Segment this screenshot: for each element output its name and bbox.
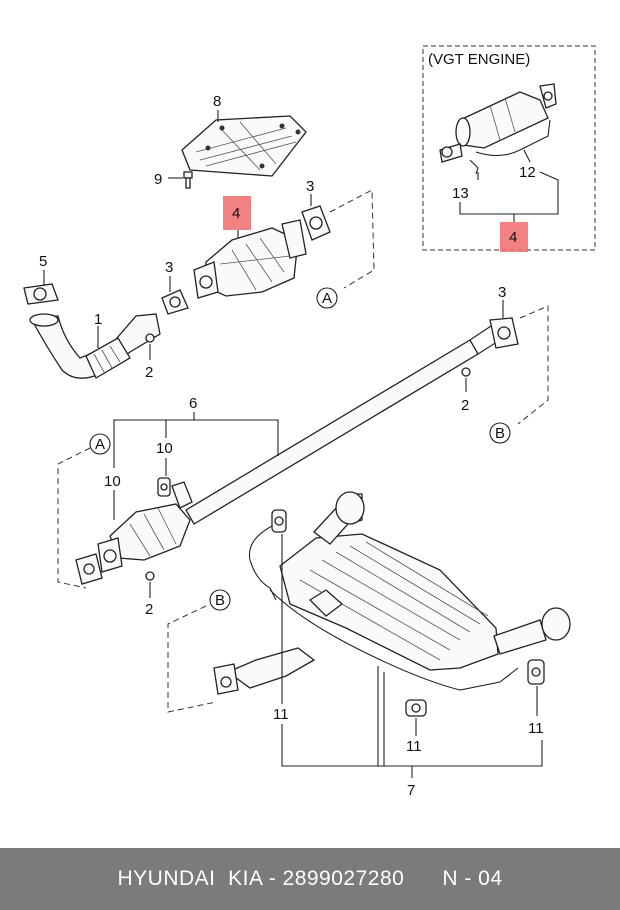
rubber-hanger (405, 699, 427, 717)
callout-12: 12 (519, 164, 536, 181)
callout-8: 8 (213, 93, 221, 110)
rubber-hanger (157, 477, 171, 497)
rubber-hanger (271, 509, 287, 533)
reference-a-left (89, 433, 111, 455)
heat-protector (181, 115, 307, 177)
callout-5: 5 (39, 253, 47, 270)
callout-10-b: 10 (104, 473, 121, 490)
inset-sensor-pipe (475, 119, 551, 157)
callout-10-a: 10 (156, 440, 173, 457)
ref-b-right: B (495, 425, 505, 442)
callout-1: 1 (94, 311, 102, 328)
muffler-hanger-rod-bottom (269, 589, 519, 691)
gasket (489, 317, 519, 349)
callout-11-a: 11 (273, 706, 289, 723)
center-pipe (185, 323, 501, 525)
nut (145, 571, 155, 581)
ref-a-top: A (322, 290, 332, 307)
callout-7: 7 (407, 782, 415, 799)
footer-page: N - 04 (442, 867, 503, 890)
callout-9: 9 (154, 171, 162, 188)
inset-catalytic-converter (439, 83, 557, 163)
footer-part-number: HYUNDAI KIA - 2899027280 (117, 867, 405, 890)
center-catalytic-converter (97, 481, 193, 573)
reference-a-top (316, 287, 338, 309)
gasket (75, 553, 103, 585)
inset-sensor-bracket (469, 159, 479, 175)
gasket (161, 289, 189, 315)
callout-13: 13 (452, 185, 469, 202)
callout-4-highlight-main (223, 196, 251, 230)
tail-pipe-inlet (313, 491, 365, 545)
gasket (23, 283, 59, 305)
inset-title: (VGT ENGINE) (428, 51, 530, 68)
callout-4-main: 4 (232, 205, 240, 222)
exhaust-system-diagram: (VGT ENGINE) 12 13 4 8 9 (23, 45, 596, 799)
callout-2-a: 2 (145, 364, 153, 381)
vgt-engine-inset: (VGT ENGINE) 12 13 4 (422, 45, 596, 252)
reference-b-right (489, 422, 511, 444)
gasket (301, 205, 331, 241)
callout-2-b: 2 (461, 397, 469, 414)
ref-a-left: A (95, 436, 105, 453)
callout-2-c: 2 (145, 601, 153, 618)
main-muffler (279, 533, 499, 671)
callout-11-b: 11 (406, 738, 422, 755)
tail-pipe-outlet (493, 607, 571, 655)
callout-11-c: 11 (528, 720, 544, 737)
nut (461, 367, 471, 377)
callout-3-b: 3 (165, 259, 173, 276)
callout-4-highlight-inset (500, 222, 528, 252)
ref-b-lower: B (215, 592, 225, 609)
footer-bar: HYUNDAI KIA - 2899027280 N - 04 (0, 848, 620, 910)
catalytic-converter (193, 219, 307, 299)
rubber-hanger (527, 659, 545, 685)
muffler-hanger-rod-left (248, 525, 277, 601)
callout-3-a: 3 (306, 178, 314, 195)
callout-4-inset: 4 (509, 229, 517, 246)
bolt (183, 171, 193, 189)
front-pipe (29, 313, 161, 379)
reference-b-lower (209, 589, 231, 611)
rear-pipe (213, 647, 316, 695)
callout-6: 6 (189, 395, 197, 412)
nut (145, 333, 155, 343)
callout-3-c: 3 (498, 284, 506, 301)
